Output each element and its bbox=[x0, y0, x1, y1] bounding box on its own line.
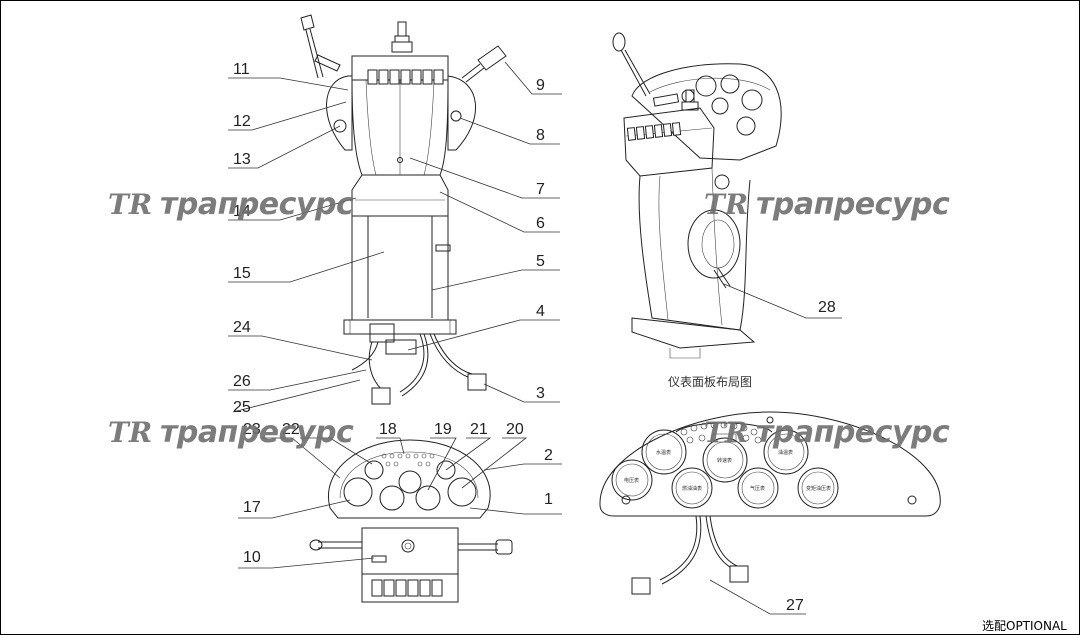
gauge-voltage-label: 电压表 bbox=[624, 477, 639, 484]
gauge-converter-pressure: 变矩油压表 bbox=[797, 467, 839, 509]
callout-2: 2 bbox=[544, 447, 553, 464]
watermark-logo: TR bbox=[704, 188, 748, 221]
callout-4: 4 bbox=[536, 303, 545, 320]
callout-15: 15 bbox=[233, 265, 251, 282]
callout-19: 19 bbox=[434, 421, 452, 438]
watermark-text: трапресурс bbox=[756, 187, 950, 222]
indicator-dots bbox=[381, 453, 435, 467]
callout-23: 23 bbox=[243, 421, 261, 438]
callout-12: 12 bbox=[233, 113, 251, 130]
gauge-water-temp: 水温表 bbox=[641, 429, 687, 475]
gauge-fuel-label: 燃油油表 bbox=[682, 485, 702, 492]
gauge-converter-pressure-label: 变矩油压表 bbox=[806, 485, 831, 492]
callout-26: 26 bbox=[233, 373, 251, 390]
watermark-bottom-left: TR трапресурс bbox=[108, 415, 354, 450]
callout-25: 25 bbox=[233, 399, 251, 416]
callouts: 11 12 13 14 15 24 26 25 9 8 7 6 bbox=[228, 61, 842, 615]
callout-11: 11 bbox=[233, 61, 250, 78]
callout-27: 27 bbox=[786, 597, 804, 614]
callout-8: 8 bbox=[536, 127, 545, 144]
callout-21: 21 bbox=[470, 421, 488, 438]
panel-layout-caption: 仪表面板布局图 bbox=[668, 375, 752, 389]
callout-1: 1 bbox=[544, 491, 553, 508]
optional-note: 选配OPTIONAL bbox=[982, 619, 1067, 633]
isometric-view bbox=[612, 32, 782, 359]
callout-7: 7 bbox=[536, 181, 545, 198]
panel-layout: 水温表 转速表 油温表 电压表 燃油油表 气压表 变矩油压表 bbox=[599, 411, 941, 595]
top-view bbox=[309, 439, 513, 603]
callout-22: 22 bbox=[282, 421, 300, 438]
watermark-text: трапресурс bbox=[160, 415, 354, 450]
callout-6: 6 bbox=[536, 215, 545, 232]
gauge-water-temp-label: 水温表 bbox=[656, 449, 671, 456]
gauge-tachometer-label: 转速表 bbox=[717, 457, 732, 464]
callout-20: 20 bbox=[506, 421, 524, 438]
gauge-voltage: 电压表 bbox=[611, 459, 653, 501]
callout-18: 18 bbox=[379, 421, 397, 438]
gauge-air-pressure-label: 气压表 bbox=[750, 485, 765, 492]
callout-10: 10 bbox=[243, 549, 261, 566]
gauge-air-pressure: 气压表 bbox=[737, 467, 779, 509]
watermark-top-right: TR трапресурс bbox=[704, 187, 950, 222]
watermark-top-left: TR трапресурс bbox=[108, 187, 354, 222]
callout-13: 13 bbox=[233, 151, 251, 168]
watermark-logo: TR bbox=[108, 188, 152, 221]
callout-3: 3 bbox=[536, 385, 545, 402]
switch-row bbox=[367, 69, 444, 85]
callout-17: 17 bbox=[243, 499, 261, 516]
watermark-bottom-right: TR трапресурс bbox=[704, 415, 950, 450]
gauge-oil-temp-label: 油温表 bbox=[778, 449, 793, 456]
callout-24: 24 bbox=[233, 319, 251, 336]
top-switch-row bbox=[371, 579, 443, 597]
callout-28: 28 bbox=[818, 299, 836, 316]
watermark-text: трапресурс bbox=[160, 187, 354, 222]
callout-5: 5 bbox=[536, 253, 545, 270]
callout-9: 9 bbox=[536, 77, 545, 94]
watermark-text: трапресурс bbox=[756, 415, 950, 450]
front-view bbox=[300, 14, 507, 405]
callout-14: 14 bbox=[233, 203, 251, 220]
iso-switch-row bbox=[626, 122, 682, 141]
panel-indicator-cluster bbox=[675, 421, 773, 444]
gauge-oil-temp: 油温表 bbox=[763, 429, 809, 475]
watermark-logo: TR bbox=[704, 416, 748, 449]
watermark-logo: TR bbox=[108, 416, 152, 449]
gauge-fuel: 燃油油表 bbox=[671, 467, 713, 509]
